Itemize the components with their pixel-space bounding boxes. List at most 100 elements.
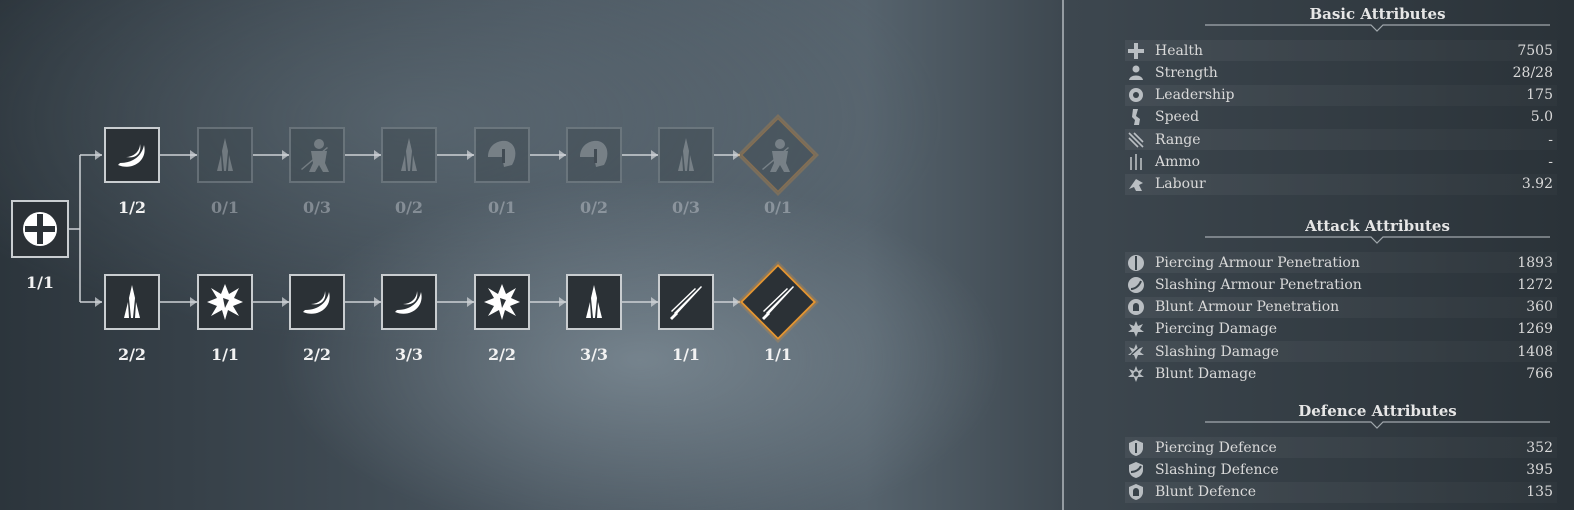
skill-node-top-5[interactable]	[474, 127, 530, 183]
piercing-damage-icon	[1125, 320, 1147, 338]
attribute-row-labour: Labour 3.92	[1125, 173, 1557, 195]
attribute-label: Slashing Defence	[1155, 461, 1279, 478]
attribute-value: 135	[1526, 484, 1553, 501]
attribute-label: Blunt Defence	[1155, 484, 1256, 501]
strength-icon	[1125, 64, 1147, 82]
skill-node-bottom-2[interactable]	[197, 274, 253, 330]
piercing-pen-icon	[1125, 254, 1147, 272]
attribute-value: 7505	[1517, 42, 1553, 59]
attribute-label: Slashing Damage	[1155, 343, 1279, 360]
attribute-label: Leadership	[1155, 87, 1235, 104]
attribute-value: 766	[1526, 366, 1553, 382]
spear-icon	[205, 135, 245, 175]
skill-node-bottom-1[interactable]	[104, 274, 160, 330]
helmet-icon	[574, 135, 614, 175]
connector-arrow	[467, 150, 474, 160]
skill-level: 0/2	[579, 198, 609, 217]
attribute-row-speed: Speed 5.0	[1125, 107, 1557, 128]
skill-node-top-2[interactable]	[197, 127, 253, 183]
connector-arrow	[95, 150, 102, 160]
skill-node-root[interactable]	[11, 200, 69, 258]
skill-level: 1/1	[671, 345, 701, 364]
connector-arrow	[651, 150, 658, 160]
soldier-icon	[750, 127, 807, 184]
spear-icon	[389, 135, 429, 175]
attribute-label: Labour	[1155, 176, 1206, 193]
connector-arrow	[282, 150, 289, 160]
slashing-damage-icon	[1125, 343, 1147, 361]
skill-level: 0/2	[394, 198, 424, 217]
attribute-label: Strength	[1155, 64, 1218, 81]
skill-node-top-3[interactable]	[289, 127, 345, 183]
skill-node-bottom-5[interactable]	[474, 274, 530, 330]
skill-node-bottom-7[interactable]	[658, 274, 714, 330]
connector-arrow	[374, 150, 381, 160]
slash-arc-icon	[297, 282, 337, 322]
skill-level: 3/3	[394, 345, 424, 364]
spear-icon	[574, 282, 614, 322]
connector-arrow	[651, 297, 658, 307]
skill-level: 0/3	[302, 198, 332, 217]
section-underline	[1205, 421, 1550, 429]
attack-attributes-title: Attack Attributes	[1305, 217, 1450, 235]
ammo-icon	[1125, 153, 1147, 171]
blunt-defence-icon	[1125, 483, 1147, 501]
skill-level: 2/2	[487, 345, 517, 364]
basic-attributes-title: Basic Attributes	[1309, 5, 1446, 23]
health-icon	[1125, 42, 1147, 60]
section-underline	[1205, 24, 1550, 32]
leadership-icon	[1125, 86, 1147, 104]
spear-icon	[666, 135, 706, 175]
skill-node-top-1[interactable]	[104, 127, 160, 183]
attribute-value: 175	[1526, 87, 1553, 104]
skill-node-bottom-8[interactable]	[739, 263, 817, 341]
attribute-row-blunt-defence: Blunt Defence 135	[1125, 481, 1557, 503]
blunt-pen-icon	[1125, 298, 1147, 316]
skill-level: 3/3	[579, 345, 609, 364]
soldier-icon	[297, 135, 337, 175]
blunt-damage-icon	[1125, 365, 1147, 383]
attribute-row-ammo: Ammo-	[1125, 152, 1557, 173]
connector-arrow	[559, 297, 566, 307]
skill-node-top-6[interactable]	[566, 127, 622, 183]
connector-arrow	[733, 297, 740, 307]
slash-arc-icon	[112, 135, 152, 175]
burst-icon	[482, 282, 522, 322]
tree-connectors	[69, 150, 740, 307]
skill-level: 1/1	[25, 273, 55, 292]
skill-level: 1/2	[117, 198, 147, 217]
skill-node-bottom-4[interactable]	[381, 274, 437, 330]
slash-arc-icon	[389, 282, 429, 322]
skill-node-top-7[interactable]	[658, 127, 714, 183]
attribute-value: 5.0	[1530, 109, 1553, 126]
attribute-label: Ammo	[1155, 154, 1201, 170]
skill-node-bottom-3[interactable]	[289, 274, 345, 330]
connector-arrow	[190, 297, 197, 307]
cross-shield-icon	[20, 209, 60, 249]
slashing-defence-icon	[1125, 461, 1147, 479]
attribute-value: 1893	[1517, 254, 1553, 271]
skill-node-bottom-6[interactable]	[566, 274, 622, 330]
skill-node-top-8[interactable]	[739, 116, 817, 194]
attribute-label: Range	[1155, 131, 1201, 148]
skill-level: 1/1	[763, 345, 793, 364]
attribute-value: 3.92	[1521, 176, 1553, 193]
connector-arrow	[559, 150, 566, 160]
skill-level: 2/2	[302, 345, 332, 364]
skill-node-top-4[interactable]	[381, 127, 437, 183]
helmet-icon	[482, 135, 522, 175]
attribute-label: Speed	[1155, 109, 1200, 126]
attribute-row-range: Range-	[1125, 129, 1557, 151]
connector-arrow	[374, 297, 381, 307]
skill-level: 0/3	[671, 198, 701, 217]
slashing-pen-icon	[1125, 276, 1147, 294]
skill-level: 0/1	[763, 198, 793, 217]
